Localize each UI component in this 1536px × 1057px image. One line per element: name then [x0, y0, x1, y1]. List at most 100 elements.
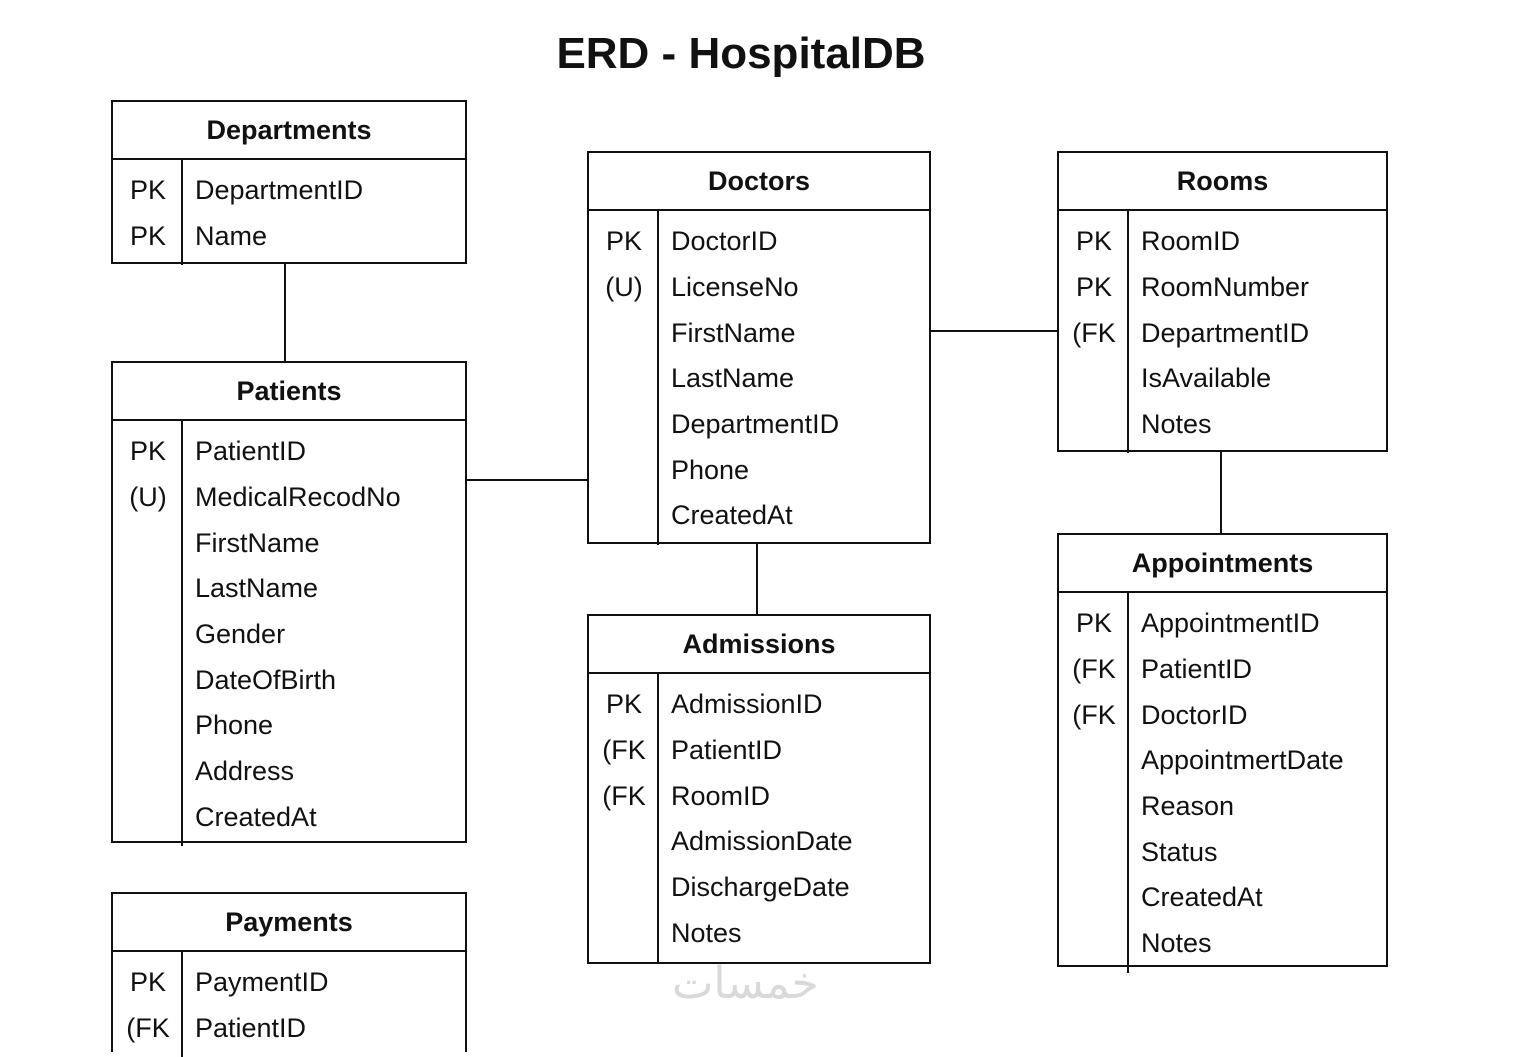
- attribute-name: Phone: [195, 710, 274, 741]
- attribute-name: Notes: [671, 917, 742, 948]
- attribute-name: AdmissionDate: [671, 826, 853, 857]
- attribute-name: Reason: [1141, 791, 1235, 822]
- attribute-key: PK: [129, 221, 167, 252]
- attribute-row: Address: [113, 749, 465, 795]
- attribute-name: Notes: [1141, 928, 1212, 959]
- entity-title: Patients: [113, 363, 465, 421]
- attribute-name: DischargeDate: [671, 872, 850, 903]
- attribute-name: Notes: [1141, 409, 1212, 440]
- attribute-row: CreatedAt: [113, 795, 465, 841]
- attribute-row: DischargeDate: [589, 865, 929, 911]
- attribute-row: AdmissionDate: [589, 819, 929, 865]
- attribute-row: PK DoctorID: [589, 219, 929, 265]
- attribute-row: LastName: [113, 566, 465, 612]
- attribute-key: PK: [605, 689, 643, 720]
- attribute-key: (FK: [1072, 699, 1116, 730]
- attribute-row: LastName: [589, 356, 929, 402]
- attribute-row: (FK PatientID: [589, 728, 929, 774]
- attribute-key: (FK: [602, 735, 646, 766]
- attribute-name: DateOfBirth: [195, 664, 337, 695]
- key-column-divider: [657, 211, 659, 545]
- attribute-row: PK PatientID: [113, 429, 465, 475]
- key-column-divider: [1127, 211, 1129, 454]
- attribute-name: AppointmertDate: [1141, 745, 1344, 776]
- attribute-name: Phone: [671, 454, 750, 485]
- attribute-name: Address: [195, 756, 295, 787]
- attribute-key: PK: [129, 967, 167, 998]
- attribute-name: CreatedAt: [1141, 882, 1263, 913]
- attribute-name: MedicalRecodNo: [195, 482, 401, 513]
- attribute-name: Name: [195, 221, 268, 252]
- attribute-row: Reason: [1059, 784, 1386, 830]
- attribute-name: AppointmentID: [1141, 608, 1320, 639]
- watermark-logo: خمسات: [672, 958, 819, 1009]
- attribute-name: DoctorID: [1141, 699, 1248, 730]
- attribute-row: (FK PatientID: [1059, 647, 1386, 693]
- attribute-row: DepartmentID: [589, 402, 929, 448]
- attribute-row: CreatedAt: [1059, 875, 1386, 921]
- key-column-divider: [657, 674, 659, 963]
- attribute-key: PK: [129, 436, 167, 467]
- attribute-key: (U): [605, 272, 643, 303]
- key-column-divider: [1127, 593, 1129, 973]
- attribute-name: PatientID: [195, 436, 307, 467]
- attribute-name: DoctorID: [671, 226, 778, 257]
- attribute-name: DepartmentID: [671, 409, 840, 440]
- attribute-name: DepartmentID: [1141, 317, 1310, 348]
- entity-patients[interactable]: Patients PK PatientID (U) MedicalRecodNo F…: [111, 361, 467, 847]
- attribute-key: (FK: [126, 1013, 170, 1044]
- relationship-connectors: [284, 263, 1222, 614]
- key-column-divider: [181, 160, 183, 266]
- attribute-list: PK PaymentID (FK PatientID: [113, 952, 465, 1057]
- attribute-name: FirstName: [195, 527, 320, 558]
- attribute-row: (FK DoctorID: [1059, 692, 1386, 738]
- attribute-name: PatientID: [195, 1013, 307, 1044]
- attribute-name: PaymentID: [195, 967, 329, 998]
- attribute-key: (FK: [1072, 654, 1116, 685]
- attribute-row: Gender: [113, 612, 465, 658]
- attribute-row: Phone: [113, 703, 465, 749]
- key-column-divider: [181, 421, 183, 847]
- attribute-row: PK Name: [113, 214, 465, 260]
- attribute-name: DepartmentID: [195, 175, 364, 206]
- entity-title: Doctors: [589, 153, 929, 211]
- attribute-row: IsAvailable: [1059, 356, 1386, 402]
- attribute-key: (FK: [602, 780, 646, 811]
- diagram-title: ERD - HospitalDB: [556, 29, 926, 78]
- attribute-name: FirstName: [671, 317, 796, 348]
- attribute-row: Status: [1059, 829, 1386, 875]
- attribute-row: Notes: [1059, 921, 1386, 967]
- attribute-key: PK: [1075, 226, 1113, 257]
- attribute-row: PK AdmissionID: [589, 682, 929, 728]
- attribute-row: AppointmertDate: [1059, 738, 1386, 784]
- attribute-name: Gender: [195, 619, 286, 650]
- attribute-list: PK DepartmentID PK Name: [113, 160, 465, 266]
- attribute-key: (U): [129, 482, 167, 513]
- attribute-row: CreatedAt: [589, 493, 929, 539]
- attribute-name: PatientID: [1141, 654, 1253, 685]
- attribute-row: (U) MedicalRecodNo: [113, 475, 465, 521]
- attribute-row: DateOfBirth: [113, 657, 465, 703]
- attribute-row: Phone: [589, 447, 929, 493]
- attribute-name: AdmissionID: [671, 689, 823, 720]
- attribute-row: Notes: [1059, 402, 1386, 448]
- entity-title: Rooms: [1059, 153, 1386, 211]
- attribute-key: PK: [605, 226, 643, 257]
- attribute-name: LastName: [195, 573, 319, 604]
- attribute-name: Status: [1141, 836, 1218, 867]
- attribute-name: PatientID: [671, 735, 783, 766]
- attribute-key: PK: [129, 175, 167, 206]
- attribute-name: RoomNumber: [1141, 272, 1310, 303]
